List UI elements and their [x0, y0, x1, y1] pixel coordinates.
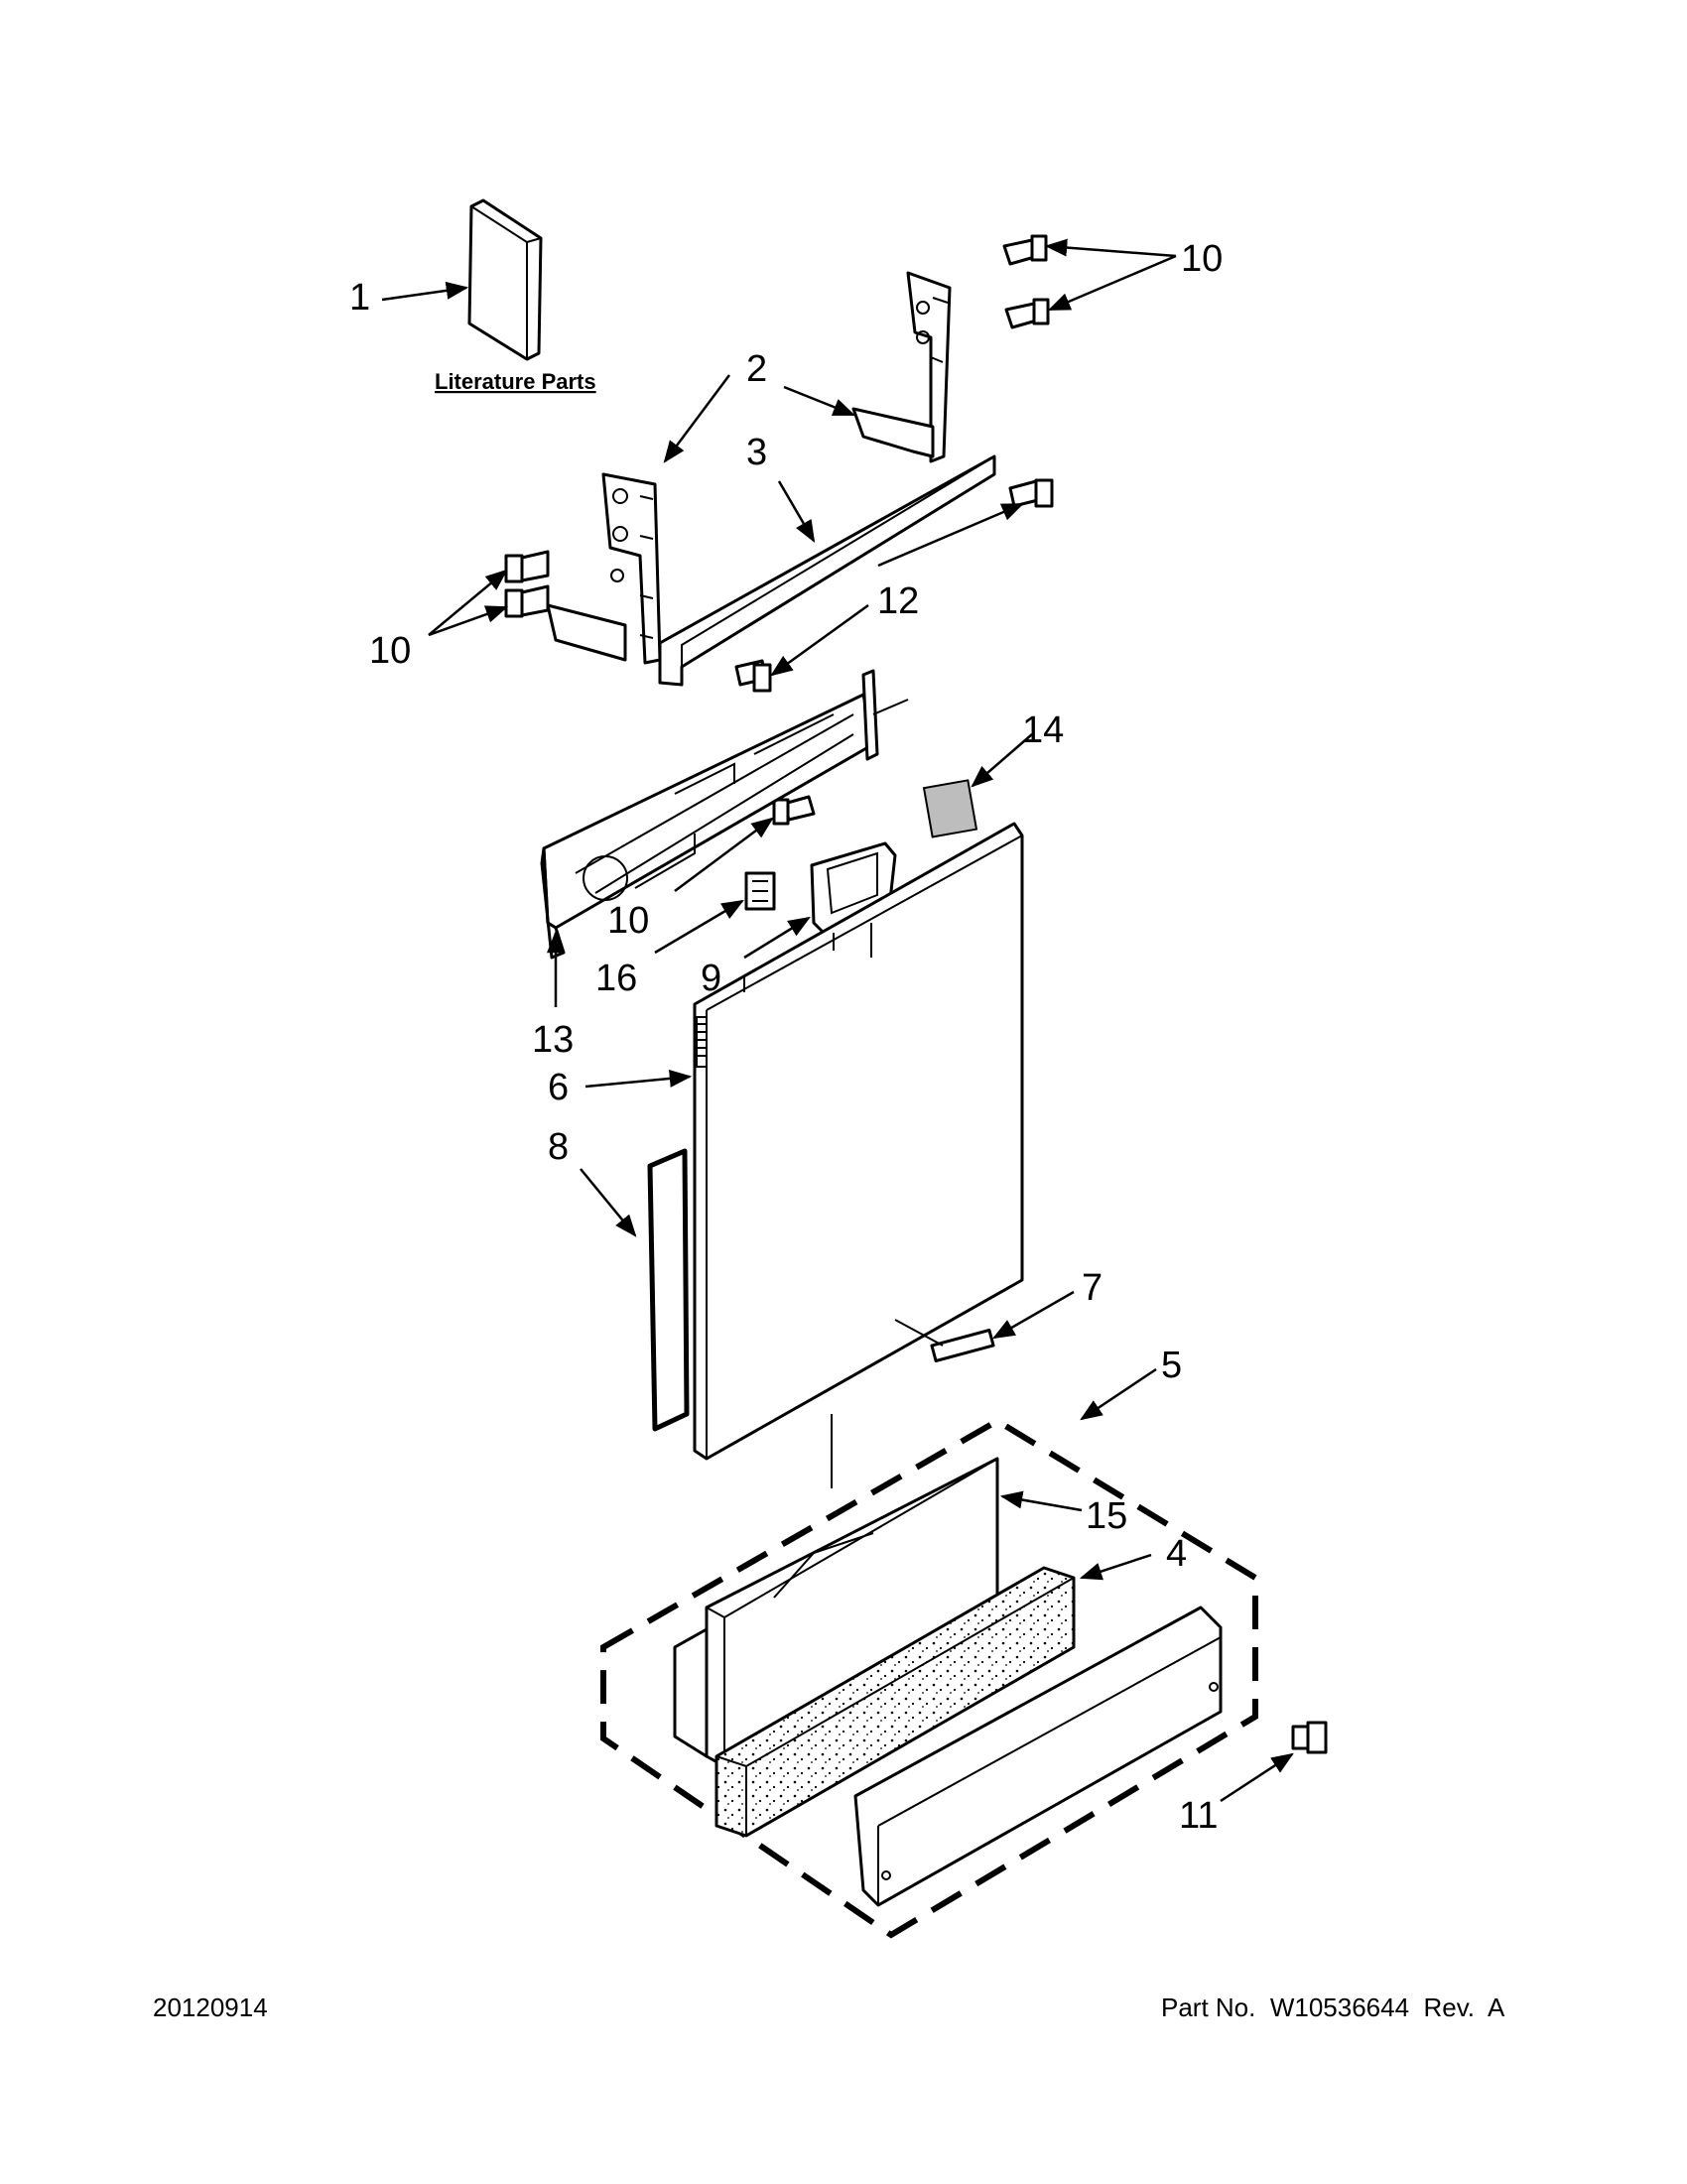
lower-kickplate [853, 1606, 1223, 1907]
callout-9: 9 [701, 958, 721, 999]
literature-book [467, 198, 543, 361]
footer-date-code: 20120914 [153, 1992, 268, 2022]
screw-10-top [1002, 234, 1048, 266]
snap-bumper [1291, 1721, 1328, 1754]
callout-5: 5 [1161, 1345, 1182, 1386]
callout-8: 8 [548, 1126, 569, 1168]
screw-10-console [772, 795, 816, 826]
callout-4: 4 [1166, 1533, 1187, 1575]
footer-part-number: Part No. W10536644 Rev. A [1161, 1992, 1505, 2022]
door-top-channel [658, 454, 996, 687]
literature-parts-label: Literature Parts [435, 369, 596, 394]
callout-15: 15 [1086, 1495, 1127, 1537]
callout-3: 3 [746, 432, 767, 473]
callout-2: 2 [746, 348, 767, 390]
outer-door-panel [693, 822, 1024, 1461]
screw-10-mid [1004, 298, 1050, 329]
screw-12-right [1008, 478, 1054, 508]
door-latch [744, 871, 776, 911]
door-badge [930, 1329, 995, 1362]
screw-12-left [734, 659, 772, 693]
door-gasket [647, 1148, 690, 1432]
callout-10-top: 10 [1181, 238, 1223, 280]
callout-10-left: 10 [369, 630, 411, 672]
hinge-bracket-left [546, 472, 662, 665]
control-console-housing [540, 669, 909, 960]
screw-10-left-upper [504, 550, 550, 583]
toe-kick-panel [673, 1457, 999, 1768]
callout-14: 14 [1022, 709, 1064, 751]
callout-11: 11 [1179, 1795, 1218, 1837]
callout-arrows [381, 238, 1294, 1803]
callout-10-console: 10 [607, 900, 649, 942]
hinge-bracket-right [851, 271, 952, 463]
callout-12: 12 [877, 580, 919, 622]
callout-16: 16 [595, 958, 637, 999]
toe-kick-assembly-boundary [600, 1417, 1258, 1939]
screw-10-left-lower [504, 584, 550, 618]
callout-6: 6 [548, 1067, 569, 1108]
insulation-foam-block [714, 1566, 1076, 1838]
rating-label [922, 779, 978, 838]
badge-lead-line [894, 1319, 944, 1347]
callout-7: 7 [1082, 1267, 1103, 1309]
callout-1: 1 [349, 277, 370, 319]
callout-13: 13 [532, 1019, 574, 1061]
